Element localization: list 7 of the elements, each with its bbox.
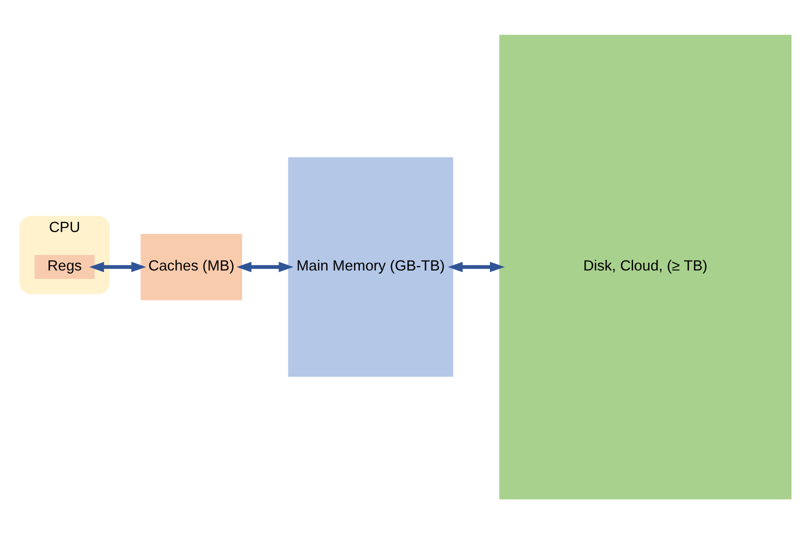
node-box: Regs — [34, 254, 95, 278]
node-box: Caches (MB) — [140, 233, 242, 300]
arrow — [448, 261, 505, 272]
arrow — [236, 261, 294, 272]
node-box: Disk, Cloud, (≥ TB) — [499, 34, 792, 499]
arrow — [89, 261, 146, 272]
node-box: Main Memory (GB-TB) — [288, 156, 454, 376]
